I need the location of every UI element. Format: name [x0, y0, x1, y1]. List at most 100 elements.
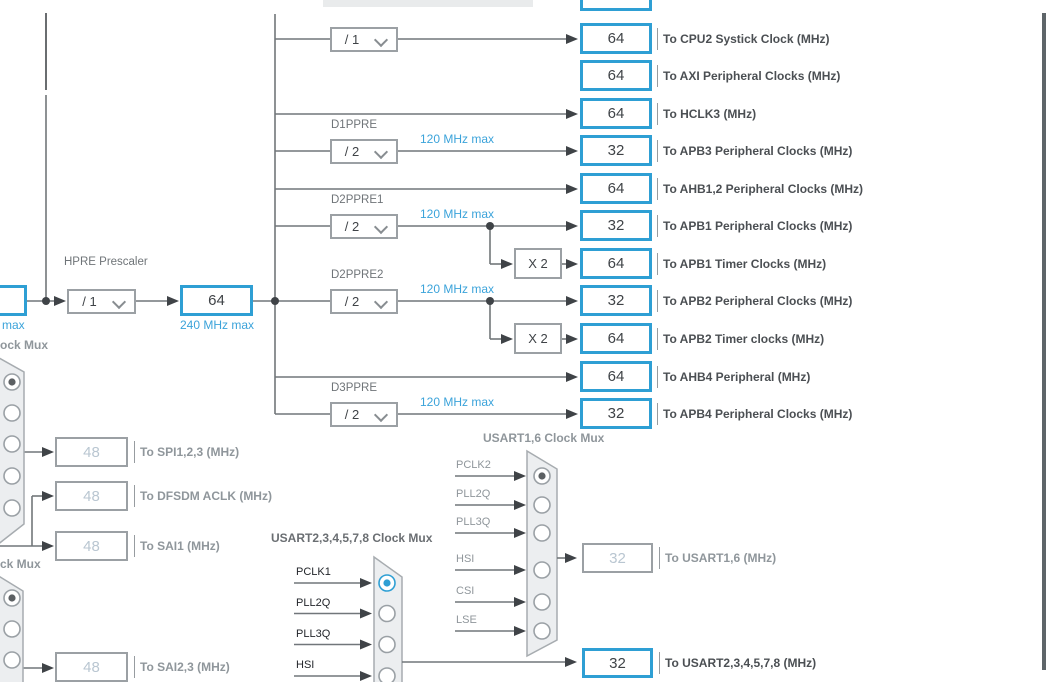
radio-left-mux1-3[interactable]	[3, 467, 21, 485]
wire-arrowhead	[565, 657, 577, 667]
output-label-spi123: To SPI1,2,3 (MHz)	[134, 441, 239, 463]
prescaler-name-d2ppre2: D2PPRE2	[331, 269, 383, 281]
radio-usart16-pll3q[interactable]	[533, 524, 551, 542]
radio-usart2-pll2q[interactable]	[378, 604, 396, 623]
mux-input-label-usart2-pclk1: PCLK1	[296, 566, 331, 578]
mux-title-usart2: USART2,3,4,5,7,8 Clock Mux	[271, 531, 432, 545]
wire-arrowhead	[566, 334, 578, 344]
radio-usart2-hsi[interactable]	[378, 667, 396, 682]
output-label-text-spi123: To SPI1,2,3 (MHz)	[140, 445, 240, 459]
radio-left-mux1-2[interactable]	[3, 435, 21, 453]
freq-value-apb2_timer: 64	[607, 330, 625, 347]
wire-arrowhead	[514, 471, 526, 481]
freq-value-sai1: 48	[83, 537, 100, 555]
radio-left-mux1-1[interactable]	[3, 404, 21, 422]
multiplier-x2-value-0: X 2	[528, 256, 548, 271]
output-label-text-ahb12: To AHB1,2 Peripheral Clocks (MHz)	[663, 182, 864, 196]
output-label-text-ahb4: To AHB4 Peripheral (MHz)	[663, 370, 811, 384]
radio-usart2-pll3q[interactable]	[378, 635, 396, 654]
radio-left-mux1-0-dot	[8, 378, 16, 386]
mux-input-label-usart2-pll3q: PLL3Q	[296, 628, 330, 640]
output-label-text-apb2_timer: To APB2 Timer clocks (MHz)	[663, 332, 825, 346]
freq-value-apb4: 32	[607, 405, 625, 422]
output-label-usart2: To USART2,3,4,5,7,8 (MHz)	[659, 652, 816, 674]
output-label-dfsdm_aclk: To DFSDM ACLK (MHz)	[134, 485, 272, 507]
radio-left-mux1-4[interactable]	[3, 499, 21, 517]
freq-box-sai1: 48	[55, 531, 128, 561]
output-label-text-apb2: To APB2 Peripheral Clocks (MHz)	[663, 294, 853, 308]
radio-usart16-pll2q[interactable]	[533, 496, 551, 514]
freq-box-hpre_input_partial	[0, 285, 27, 316]
wire-arrowhead	[566, 296, 578, 306]
freq-value-hclk3: 64	[607, 105, 625, 122]
mux-input-label-usart16-pll3q-text: PLL3Q	[456, 516, 491, 528]
mux-input-label-usart16-pll2q-text: PLL2Q	[456, 488, 491, 500]
wire-arrowhead	[514, 565, 526, 575]
mux-input-label-usart16-pclk2-text: PCLK2	[456, 459, 491, 471]
radio-usart16-csi[interactable]	[533, 593, 551, 611]
radio-left-mux2-2[interactable]	[3, 651, 21, 669]
output-label-apb4: To APB4 Peripheral Clocks (MHz)	[657, 403, 852, 425]
output-label-text-sai1: To SAI1 (MHz)	[140, 539, 220, 553]
prescaler-value-d2ppre2: / 2	[344, 294, 360, 309]
radio-usart16-pclk2-dot	[538, 472, 546, 480]
chevron-down-icon	[373, 407, 389, 423]
limit-label-d1ppre: 120 MHz max	[420, 132, 494, 146]
freq-box-hpre_out: 64	[180, 285, 253, 316]
vertical-scrollbar[interactable]	[1042, 13, 1046, 670]
wire-arrowhead	[360, 608, 372, 619]
output-label-ahb4: To AHB4 Peripheral (MHz)	[657, 366, 810, 388]
freq-value-apb1_timer: 64	[607, 255, 625, 272]
output-label-axi: To AXI Peripheral Clocks (MHz)	[657, 65, 840, 87]
output-label-text-cpu2_systick: To CPU2 Systick Clock (MHz)	[663, 32, 830, 46]
freq-value-axi: 64	[607, 67, 625, 84]
wire-arrowhead	[566, 409, 578, 419]
freq-value-apb3: 32	[607, 142, 625, 159]
mux-input-label-usart16-csi-text: CSI	[456, 585, 475, 597]
mux-title-usart16-text: USART1,6 Clock Mux	[483, 431, 605, 445]
prescaler-name-d3ppre: D3PPRE	[331, 382, 377, 394]
prescaler-dropdown-d1ppre[interactable]: / 2	[330, 139, 398, 164]
prescaler-dropdown-hpre[interactable]: / 1	[67, 289, 136, 314]
prescaler-dropdown-d2ppre2[interactable]: / 2	[330, 289, 398, 314]
wire-arrowhead	[566, 34, 578, 44]
radio-usart16-hsi[interactable]	[533, 561, 551, 579]
freq-box-cpu2_systick: 64	[580, 23, 652, 54]
freq-box-apb1_timer: 64	[580, 248, 652, 279]
hpre-prescaler-label: HPRE Prescaler	[64, 256, 148, 268]
prescaler-value-hpre: / 1	[82, 294, 97, 309]
freq-value-apb2: 32	[607, 292, 625, 309]
junction-dot	[42, 297, 50, 305]
radio-usart16-lse[interactable]	[533, 622, 551, 640]
mux-input-label-usart2-pll3q-text: PLL3Q	[296, 627, 331, 640]
freq-box-ahb12: 64	[580, 173, 652, 204]
prescaler-value-d3ppre: / 2	[344, 407, 360, 422]
chevron-down-icon	[373, 219, 389, 235]
freq-value-sai23: 48	[83, 658, 100, 676]
radio-left-mux2-1[interactable]	[3, 620, 21, 638]
chevron-down-icon	[373, 32, 389, 48]
output-label-apb2: To APB2 Peripheral Clocks (MHz)	[657, 290, 852, 312]
wire-arrowhead	[566, 109, 578, 119]
prescaler-dropdown-d2ppre1[interactable]: / 2	[330, 214, 398, 239]
output-label-apb1_timer: To APB1 Timer Clocks (MHz)	[657, 253, 826, 275]
prescaler-dropdown-d3ppre[interactable]: / 2	[330, 402, 398, 427]
prescaler-value-d1ppre: / 2	[344, 144, 360, 159]
freq-value-usart2: 32	[609, 654, 626, 672]
wire-arrowhead	[501, 334, 513, 344]
output-label-text-hclk3: To HCLK3 (MHz)	[663, 107, 757, 121]
limit-label-hpre-text: 240 MHz max	[180, 318, 255, 332]
freq-box-apb3: 32	[580, 135, 652, 166]
prescaler-name-d2ppre1-text: D2PPRE1	[331, 194, 384, 206]
chevron-down-icon	[373, 294, 389, 310]
wire-arrowhead	[42, 447, 54, 457]
chevron-down-icon	[111, 294, 127, 310]
wire-arrowhead	[566, 184, 578, 194]
prescaler-name-d2ppre2-text: D2PPRE2	[331, 269, 384, 281]
freq-value-usart16: 32	[609, 549, 626, 567]
prescaler-name-d2ppre1: D2PPRE1	[331, 194, 383, 206]
freq-box-usart16: 32	[582, 543, 653, 573]
wire-arrowhead	[360, 671, 372, 681]
prescaler-dropdown-top_divider[interactable]: / 1	[330, 27, 398, 52]
